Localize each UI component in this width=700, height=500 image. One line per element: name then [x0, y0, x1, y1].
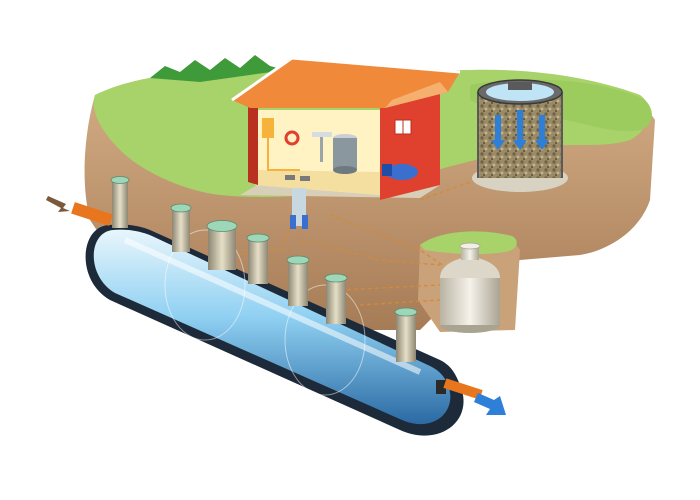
pump-motor	[382, 164, 392, 176]
arrow-right-icon	[474, 393, 506, 415]
septic-tank	[46, 176, 506, 436]
floor-drain-1	[285, 175, 295, 180]
tank-risers	[110, 176, 418, 362]
wall-pipe	[267, 138, 300, 171]
pipe-house-to-chamber	[329, 214, 451, 271]
tank-highlight	[123, 237, 422, 375]
tank-compartment-1	[164, 229, 246, 341]
riser-inlet	[110, 176, 130, 228]
arrow-down-icon	[491, 115, 505, 150]
riser-outlet	[394, 307, 418, 362]
filter-flow-arrows	[491, 110, 549, 150]
filter-lid	[508, 82, 532, 90]
house	[231, 56, 461, 229]
pipe-tank-branch	[299, 239, 441, 266]
outlet-pipe	[436, 378, 506, 415]
pipe-tank-to-chamber-2	[359, 299, 441, 306]
roof-gable	[385, 82, 448, 108]
chamber-shoulder	[440, 258, 500, 278]
floor-drain-2	[300, 176, 310, 181]
chamber-neck	[461, 246, 479, 260]
sink-leg	[320, 137, 323, 162]
chamber-body	[440, 278, 500, 325]
pipe-house-to-filter	[419, 174, 491, 201]
life-ring-icon	[284, 130, 300, 146]
pressure-tank	[386, 164, 418, 180]
riser-4	[286, 255, 310, 306]
water-heater-base	[333, 166, 357, 174]
pipe-tank-to-chamber	[339, 284, 441, 291]
inspection-chamber	[440, 242, 500, 333]
tank-body	[93, 229, 451, 425]
inlet-pipe	[46, 196, 113, 226]
riser-2	[206, 220, 238, 270]
house-left-wall-edge	[248, 105, 258, 185]
sink	[312, 132, 332, 137]
roof-trim	[231, 56, 461, 102]
riser-5	[324, 273, 348, 324]
tank-compartment-2	[284, 284, 366, 396]
filter-top-water	[486, 83, 554, 101]
well-pump-1	[290, 215, 296, 229]
filter-well	[472, 79, 568, 192]
house-roof	[232, 58, 460, 108]
arrow-down-icon	[513, 110, 527, 150]
water-heater	[333, 138, 357, 170]
riser-1	[170, 203, 192, 252]
riser-3	[246, 233, 270, 284]
treeline	[150, 55, 285, 82]
arrow-down-icon	[535, 115, 549, 150]
arrow-right-icon	[46, 196, 70, 212]
chamber-cap	[459, 242, 481, 250]
well-pump-2	[302, 215, 308, 229]
wall-cabinet	[262, 118, 274, 138]
